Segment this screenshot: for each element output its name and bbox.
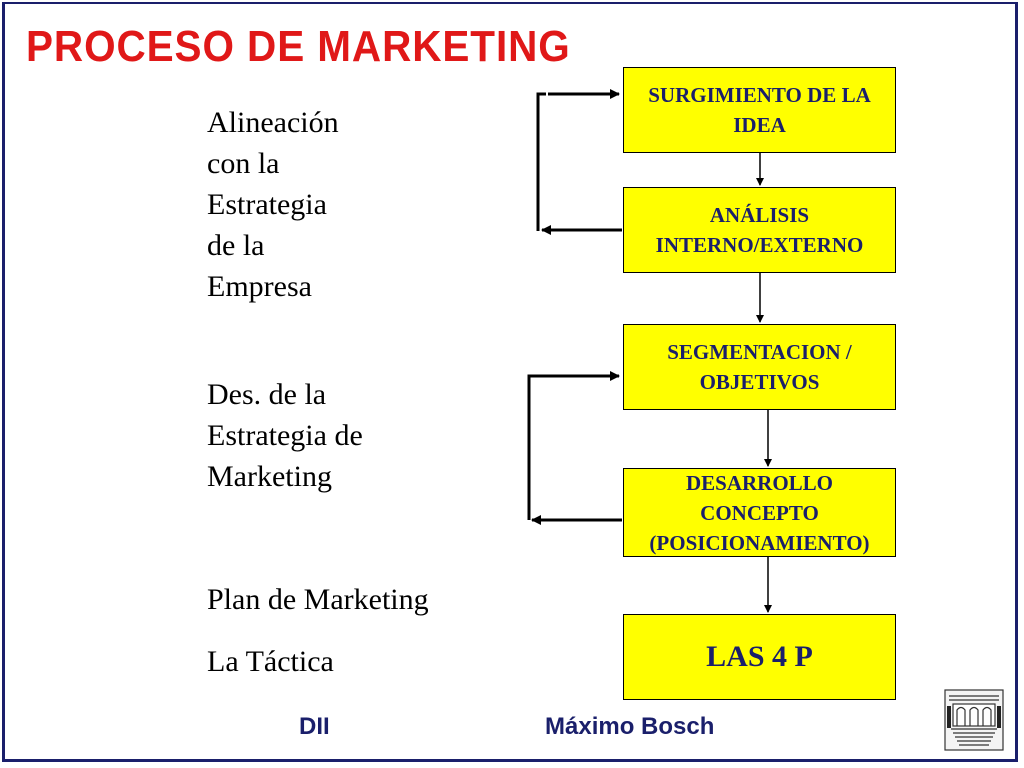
footer-dept: DII xyxy=(299,713,330,740)
process-box-segmentacion: SEGMENTACION / OBJETIVOS xyxy=(623,324,896,410)
process-box-surgimiento: SURGIMIENTO DE LA IDEA xyxy=(623,67,896,153)
feedback-loop-2 xyxy=(527,371,622,525)
process-box-analisis: ANÁLISIS INTERNO/EXTERNO xyxy=(623,187,896,273)
stage-label-alineacion: Alineación con la Estrategia de la Empre… xyxy=(207,106,339,303)
slide-title: PROCESO DE MARKETING xyxy=(26,22,571,71)
feedback-loop-1 xyxy=(536,89,622,235)
stage-label-tactica: La Táctica xyxy=(207,645,334,678)
process-box-4p: LAS 4 P xyxy=(623,614,896,700)
stage-label-estrategia-marketing: Des. de la Estrategia de Marketing xyxy=(207,378,363,493)
university-building-icon xyxy=(944,689,1004,751)
process-box-desarrollo: DESARROLLO CONCEPTO (POSICIONAMIENTO) xyxy=(623,468,896,557)
stage-label-plan-marketing: Plan de Marketing xyxy=(207,583,429,616)
footer-author: Máximo Bosch xyxy=(545,713,715,740)
